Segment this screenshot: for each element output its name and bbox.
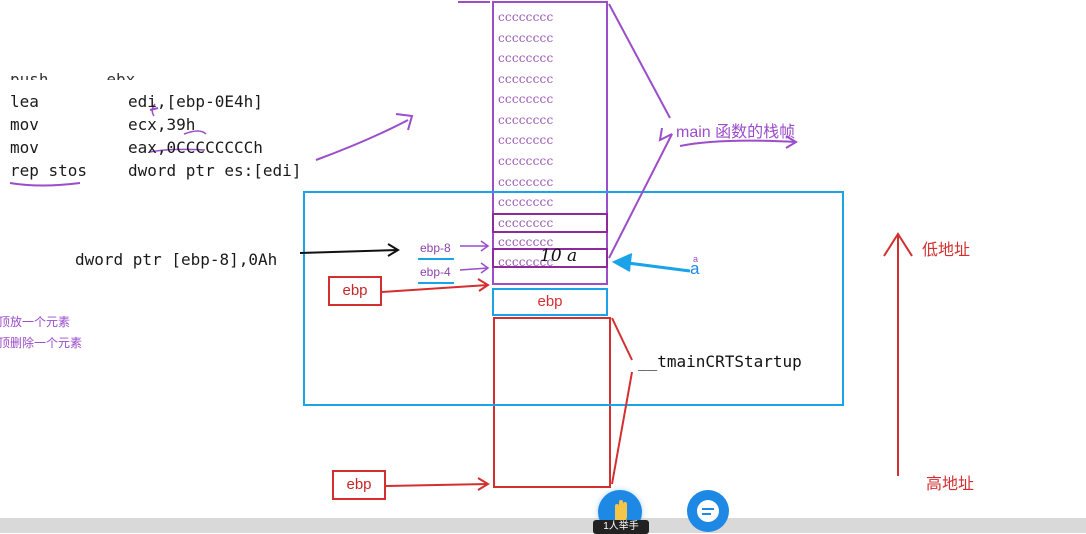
asm-args-4: dword ptr es:[edi] [128,161,302,180]
high-address-label: 高地址 [926,476,975,493]
ebp-box-lower: ebp [332,470,386,500]
ebp-minus-8-label: ebp-8 [420,241,451,255]
asm-op-1: lea [10,92,39,111]
low-address-label: 低地址 [922,242,971,259]
stack-cell: cccccccc [498,113,554,127]
asm-op-3: mov [10,138,39,157]
ebp-cell-border [492,288,608,316]
main-frame-column [492,1,608,285]
highlight-rect [303,191,844,406]
ebp-cell-label: ebp [537,293,563,310]
chat-icon [697,500,719,522]
var-a-label: a [690,259,700,278]
ebp-minus-4-label: ebp-4 [420,265,451,279]
stack-cell: cccccccc [498,154,554,168]
stack-cell: cccccccc [498,175,554,189]
stack-cell: cccccccc [498,235,554,249]
raise-hand-icon [615,500,627,523]
caller-frame [493,317,611,488]
side-note-pop: 顶删除一个元素 [0,336,83,350]
asm-store-instruction: dword ptr [ebp-8],0Ah [75,250,278,269]
handwritten-value: 10 a [540,246,578,266]
main-frame-label: main 函数的栈帧 [676,124,796,141]
asm-args-2: ecx,39h [128,115,196,134]
stack-cell: cccccccc [498,133,554,147]
asm-op-2: mov [10,115,39,134]
chat-button[interactable] [687,490,729,532]
stack-cell: cccccccc [498,195,554,209]
var-a-small-label: a [693,254,699,264]
side-note-push: 顶放一个元素 [0,315,71,329]
asm-partial-line: push ebx [10,70,136,80]
asm-op-4: rep stos [10,161,88,180]
stack-cell: cccccccc [498,216,554,230]
cell-border-1 [492,213,608,233]
stack-cell: cccccccc [498,255,554,269]
stack-cell: cccccccc [498,31,554,45]
stack-cell: cccccccc [498,51,554,65]
raise-hand-count: 1人举手 [593,520,649,534]
asm-args-1: edi,[ebp-0E4h] [128,92,263,111]
caller-frame-label: __tmainCRTStartup [638,352,802,371]
bottom-bar [0,518,1086,533]
stack-cell: cccccccc [498,92,554,106]
stack-cell: cccccccc [498,10,554,24]
stack-cell: cccccccc [498,72,554,86]
ebp-box-upper: ebp [328,276,382,306]
asm-args-3: eax,0CCCCCCCCh [128,138,263,157]
